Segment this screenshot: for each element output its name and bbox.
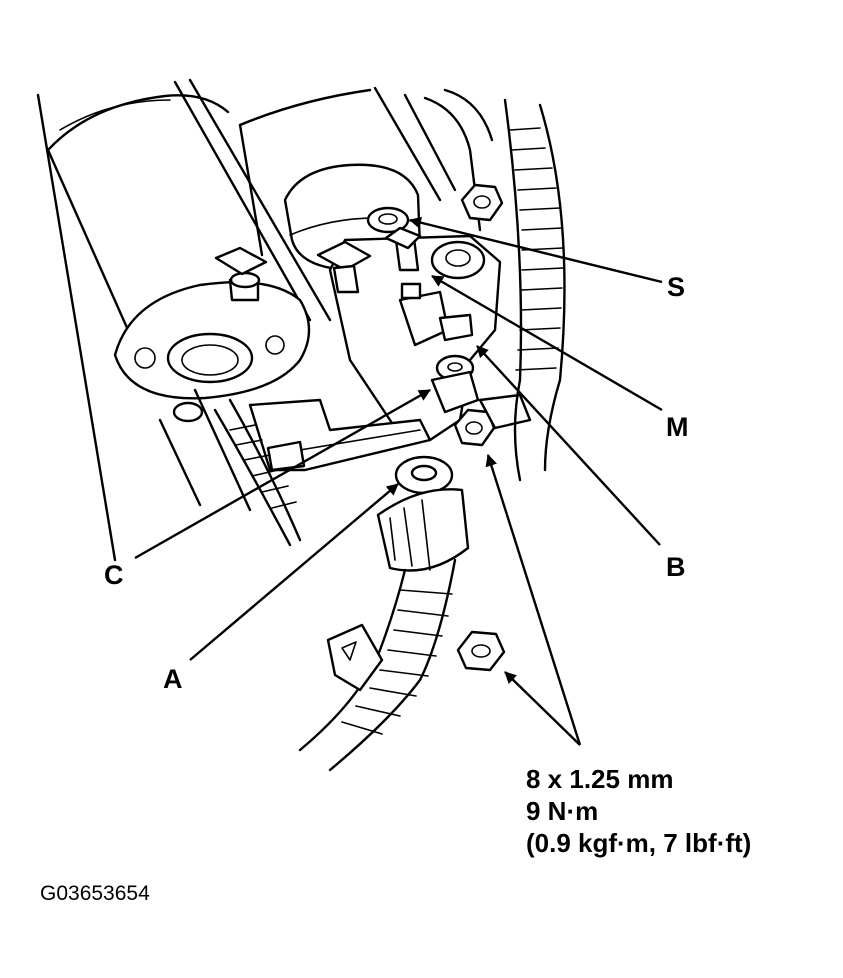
callout-b: B: [666, 552, 686, 582]
terminal-housing: [316, 206, 532, 447]
starter-motor-left: [36, 78, 332, 562]
callout-c: C: [104, 560, 124, 590]
leader-spec-lower: [504, 671, 581, 746]
callout-a: A: [163, 664, 183, 694]
spec-torque-nm: 9 N·m: [526, 796, 598, 826]
flange-nut: [456, 630, 506, 672]
callout-m: M: [666, 412, 689, 442]
spec-torque-imperial: (0.9 kgf·m, 7 lbf·ft): [526, 828, 751, 858]
figure-id: G03653654: [40, 882, 150, 905]
leader-c: [134, 388, 431, 560]
battery-cable-a: [298, 455, 470, 772]
leader-a: [189, 483, 399, 661]
leader-s: [409, 216, 663, 284]
leader-spec-upper: [485, 454, 582, 746]
bracket-c: [213, 398, 432, 547]
leader-b: [476, 345, 661, 546]
leader-m: [431, 274, 663, 412]
callout-s: S: [667, 272, 685, 302]
wire-harness-right: [460, 98, 566, 482]
spec-thread: 8 x 1.25 mm: [526, 764, 673, 794]
